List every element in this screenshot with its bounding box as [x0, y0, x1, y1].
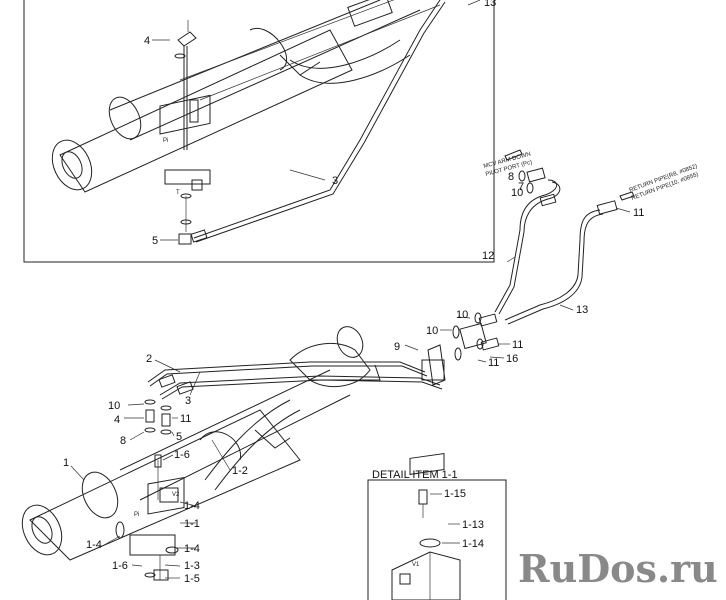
- arm-down-fittings: [504, 149, 635, 201]
- label-8: 8: [508, 171, 514, 183]
- port-pi-bottom: Pi: [134, 512, 139, 518]
- port-v1: V1: [412, 562, 420, 568]
- label-13-top: 13: [484, 0, 496, 9]
- label-4-bottom: 4: [114, 414, 120, 426]
- label-8-bottom: 8: [120, 435, 126, 447]
- bottom-assembly-view: 2 3 10 4 8 11 5 1 1-6 1-2 1-4 1-1 1-4 1-…: [21, 326, 446, 585]
- label-1: 1: [63, 457, 69, 469]
- manifold-16: [452, 312, 500, 361]
- label-1-4-b: 1-4: [184, 543, 200, 555]
- label-1-3: 1-3: [184, 560, 200, 572]
- top-inset-border: [23, 0, 495, 263]
- label-13: 13: [576, 304, 588, 316]
- label-11-c: 11: [488, 357, 499, 369]
- label-5-top: 5: [152, 235, 158, 247]
- label-1-14: 1-14: [462, 538, 484, 550]
- label-2: 2: [146, 353, 152, 365]
- top-inset-view: 4 3 5 13 Pi T: [23, 0, 496, 263]
- label-1-1: 1-1: [184, 518, 200, 530]
- label-3-top: 3: [332, 175, 338, 187]
- label-9: 9: [394, 341, 400, 353]
- label-11-bottom: 11: [180, 413, 191, 425]
- pipe-13: [504, 200, 618, 325]
- label-3-bottom: 3: [185, 395, 191, 407]
- top-fitting-column: [159, 20, 211, 245]
- top-pipe-3: [190, 0, 446, 243]
- label-7: 7: [518, 181, 524, 193]
- label-1-4-a: 1-4: [184, 500, 200, 512]
- label-1-5: 1-5: [184, 573, 200, 585]
- pipes-2-3: [147, 344, 446, 400]
- label-5-bottom: 5: [176, 431, 182, 443]
- detail-item-1-1: DETAIL ITEM 1-1 1-15 1-13 1-14 V1: [367, 453, 507, 600]
- watermark: RuDos.ru: [518, 546, 718, 591]
- label-11-b: 11: [512, 339, 523, 351]
- label-11-a: 11: [633, 207, 644, 219]
- port-pi-top: Pi: [163, 138, 168, 144]
- label-4-top: 4: [144, 35, 150, 47]
- label-10-a: 10: [511, 187, 523, 199]
- bottom-boom-cylinder: [21, 326, 381, 561]
- label-1-6-top: 1-6: [174, 449, 190, 461]
- valve-block-1-1: [115, 476, 185, 581]
- label-10-c: 10: [426, 325, 438, 337]
- fitting-stack: [144, 399, 172, 500]
- label-10-bottom: 10: [108, 400, 120, 412]
- label-1-15: 1-15: [444, 488, 466, 500]
- label-1-4-left: 1-4: [86, 539, 102, 551]
- label-16: 16: [506, 353, 518, 365]
- port-v2: V2: [172, 492, 180, 498]
- label-12: 12: [482, 250, 494, 262]
- label-1-2: 1-2: [232, 465, 248, 477]
- pipe-12: [494, 179, 561, 315]
- port-t-top: T: [176, 190, 180, 196]
- label-1-13: 1-13: [462, 519, 484, 531]
- detail-title: DETAIL ITEM 1-1: [372, 469, 458, 481]
- detail-border: [367, 479, 507, 600]
- label-10-b: 10: [456, 309, 468, 321]
- middle-piping-view: 12 13 11 8 7 10 10 10 11 11 16 9 MCV ARM…: [394, 149, 699, 369]
- label-1-6-bottom: 1-6: [112, 560, 128, 572]
- top-boom-cylinder: [51, 0, 441, 193]
